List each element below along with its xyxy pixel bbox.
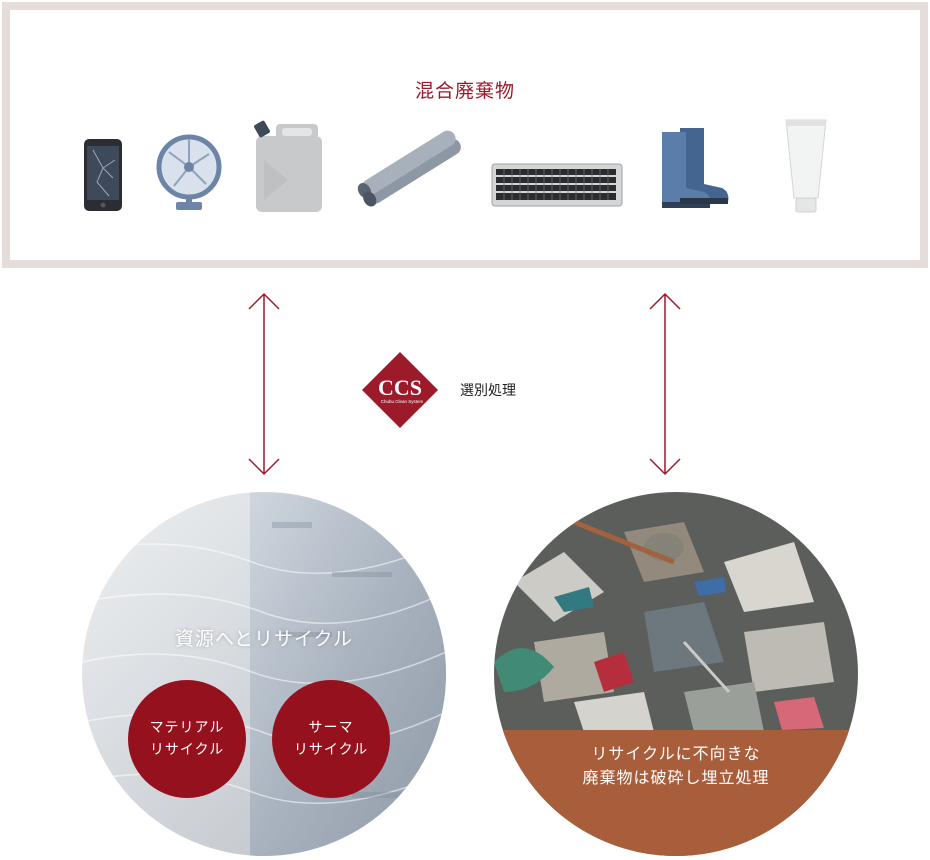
cream-tube-icon — [785, 119, 827, 213]
recycle-title: 資源へとリサイクル — [174, 628, 354, 650]
rubber-boots-icon — [662, 128, 729, 208]
thermal-recycle-line1: サーマ — [308, 720, 354, 736]
double-arrow-right — [649, 292, 681, 476]
smartphone-icon — [84, 139, 122, 211]
mixed-waste-panel: 混合廃棄物 — [2, 2, 928, 268]
landfill-band — [494, 730, 858, 856]
mixed-waste-title: 混合廃棄物 — [414, 80, 515, 102]
landfill-text-line2: 廃棄物は破砕し埋立処理 — [582, 768, 770, 787]
wrapped-bales-photo — [82, 492, 446, 856]
thermal-recycle-line2: リサイクル — [293, 742, 369, 758]
svg-text:CCS: CCS — [378, 375, 422, 400]
thermal-recycle-badge: サーマ リサイクル — [272, 680, 390, 798]
sorting-process-label: 選別処理 — [460, 383, 516, 399]
pipes-icon — [357, 130, 461, 207]
desk-fan-icon — [156, 134, 222, 210]
ccs-logo: CCS Chubu Clean System — [362, 352, 438, 428]
landfill-text-line1: リサイクルに不向きな — [591, 744, 761, 763]
landfill-text: リサイクルに不向きな 廃棄物は破砕し埋立処理 — [494, 742, 858, 790]
material-recycle-line2: リサイクル — [149, 742, 225, 758]
svg-text:Chubu Clean System: Chubu Clean System — [381, 399, 424, 404]
jerry-can-icon — [254, 120, 322, 212]
double-arrow-left — [248, 292, 280, 476]
keyboard-icon — [491, 163, 623, 207]
landfill-circle: リサイクルに不向きな 廃棄物は破砕し埋立処理 — [494, 492, 858, 856]
recycle-circle: 資源へとリサイクル マテリアル リサイクル サーマ リサイクル — [82, 492, 446, 856]
material-recycle-line1: マテリアル — [149, 720, 225, 736]
material-recycle-badge: マテリアル リサイクル — [128, 680, 246, 798]
